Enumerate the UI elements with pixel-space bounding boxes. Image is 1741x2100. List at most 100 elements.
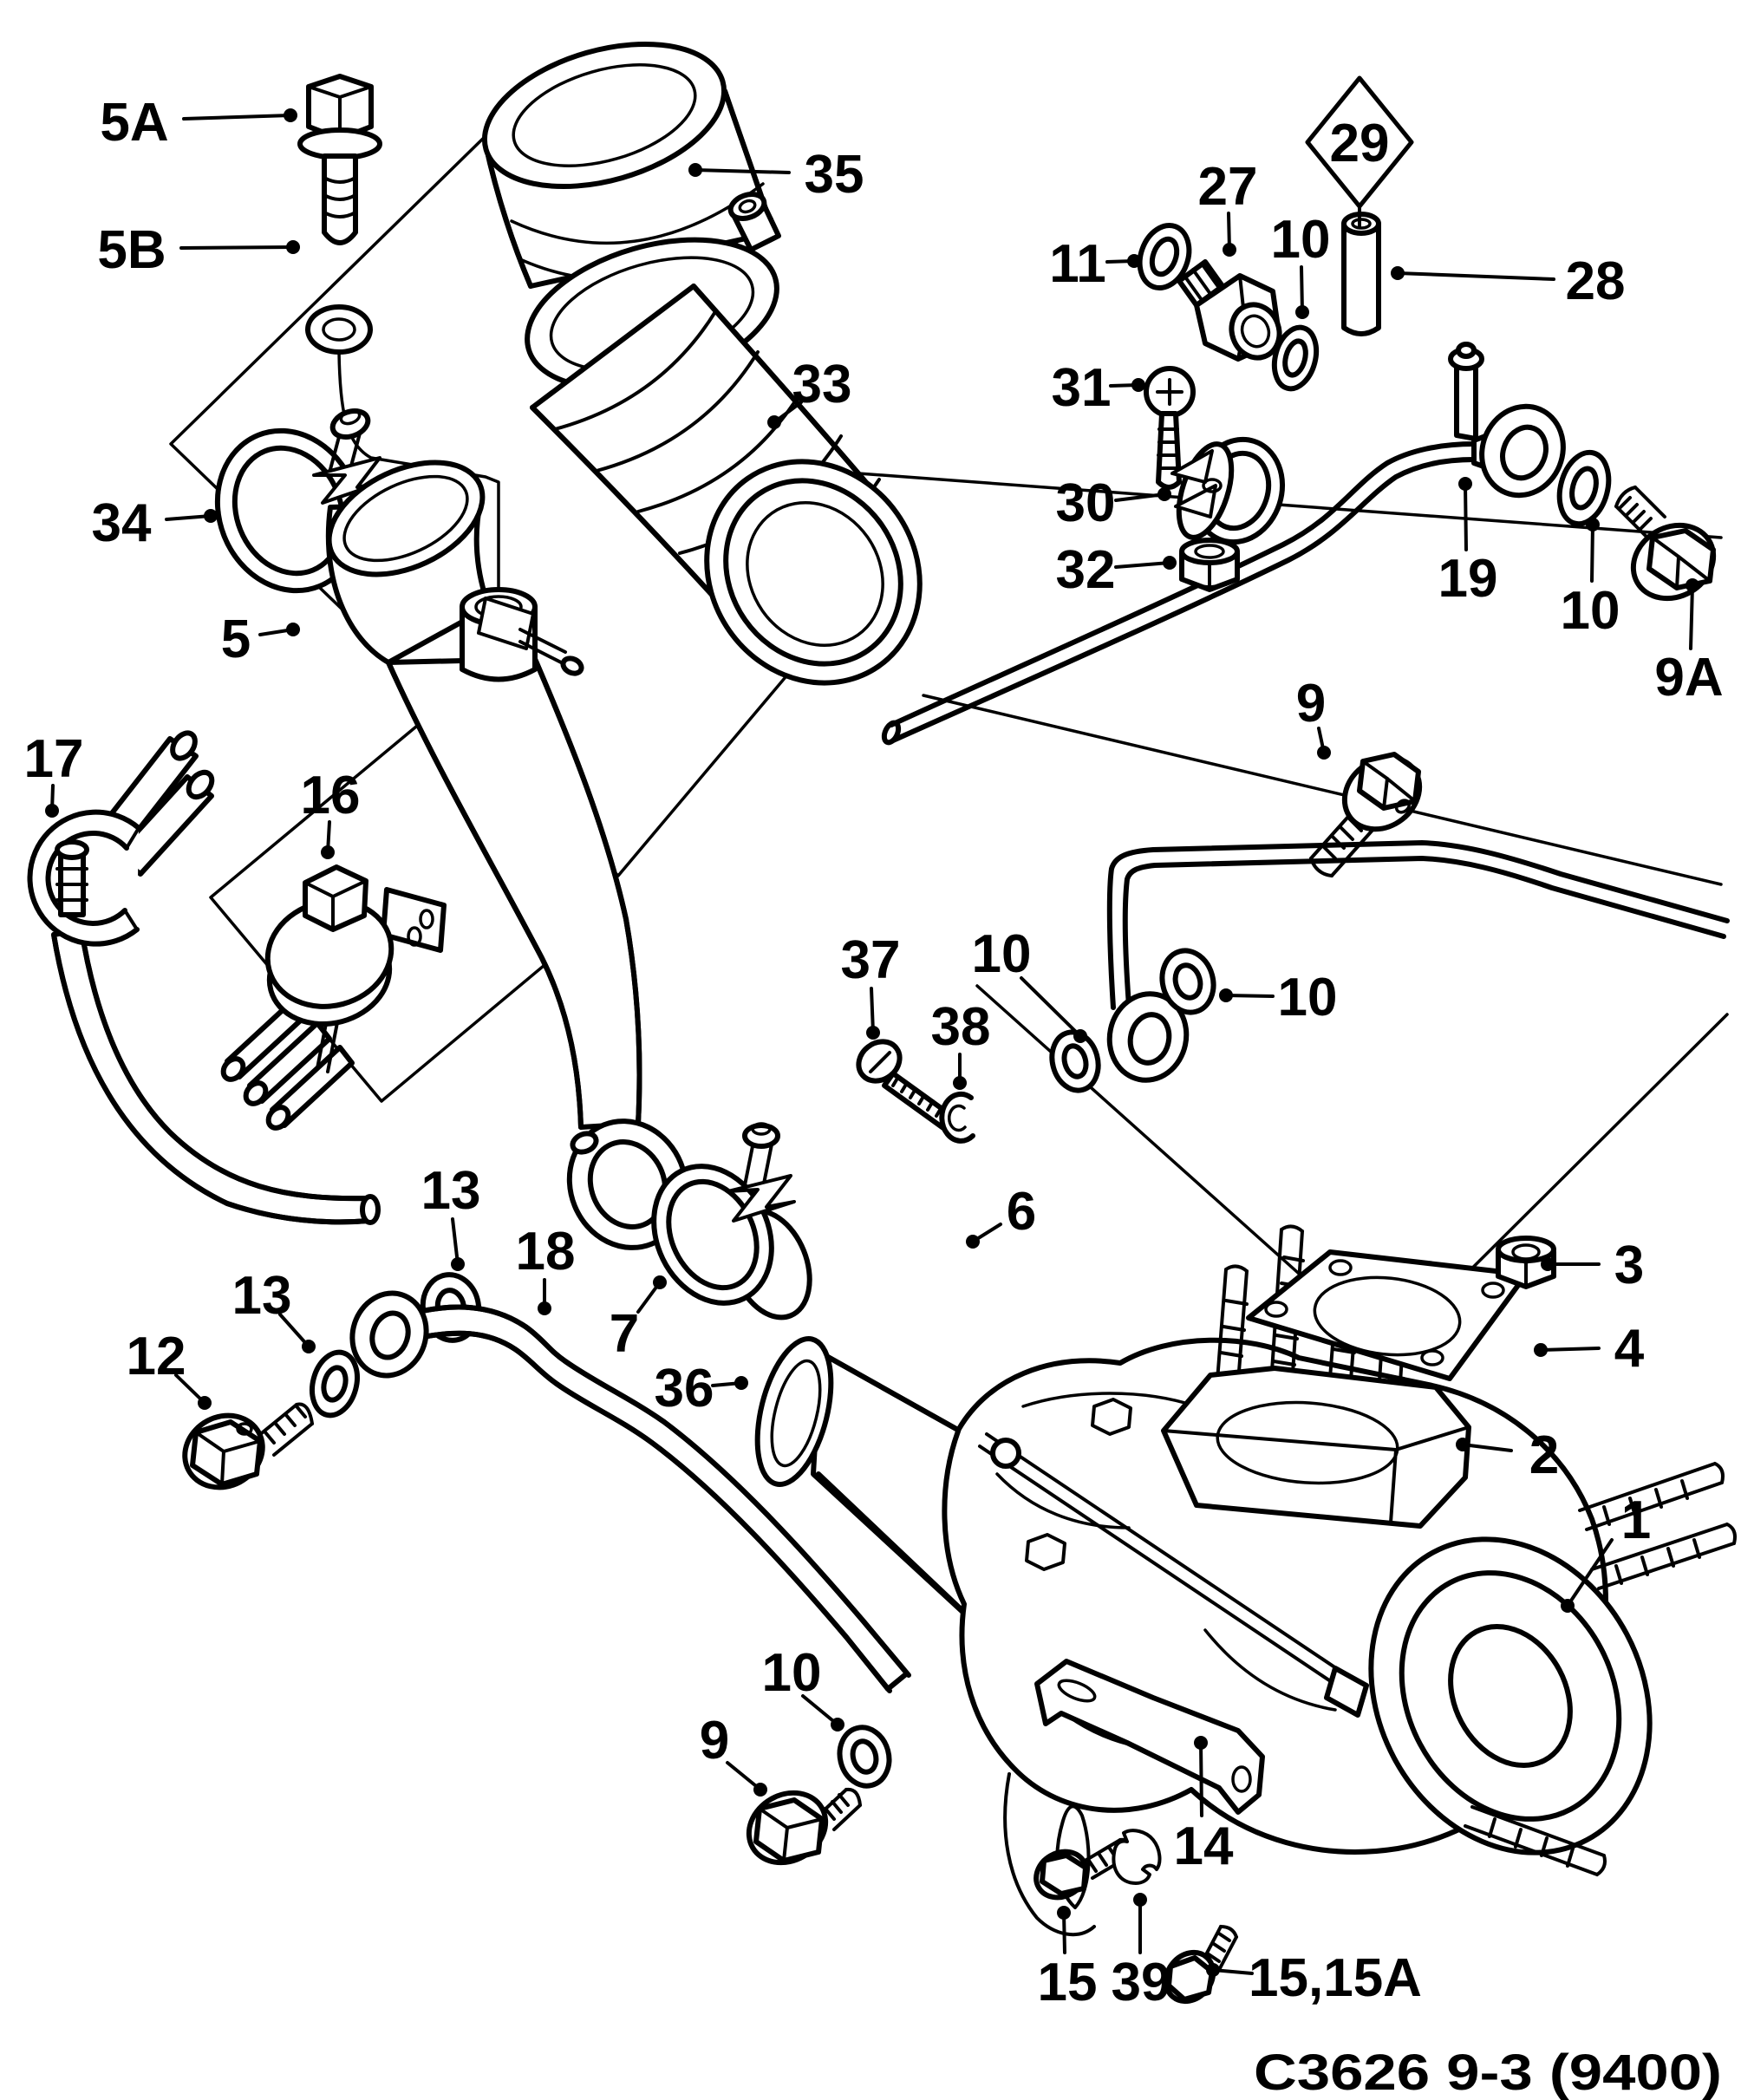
washer-10-right xyxy=(1556,449,1612,527)
callout-14: 14 xyxy=(1174,1736,1234,1876)
leader-dot xyxy=(284,108,297,122)
support-bracket-14 xyxy=(1034,1659,1265,1815)
leader-dot xyxy=(767,415,781,429)
leader-dot xyxy=(302,1340,316,1353)
leader-dot xyxy=(1194,1736,1208,1750)
leader-dot xyxy=(1534,1343,1548,1357)
leader-line xyxy=(726,1761,762,1791)
part-number-label: 2 xyxy=(1529,1425,1559,1485)
leader-line xyxy=(1020,976,1082,1038)
callout-10: 10 xyxy=(762,1643,844,1732)
callout-17: 17 xyxy=(24,729,84,818)
callout-35: 35 xyxy=(688,145,864,205)
washer-10-bottom xyxy=(837,1725,892,1789)
part-number-label: 4 xyxy=(1614,1319,1645,1379)
leader-line xyxy=(1590,523,1594,583)
leader-dot xyxy=(1133,1893,1147,1907)
callout-13: 13 xyxy=(232,1266,316,1353)
leader-dot xyxy=(1157,487,1171,501)
callout-9A: 9A xyxy=(1654,578,1724,708)
part-number-label: 9 xyxy=(1296,674,1326,734)
clip-39 xyxy=(1112,1829,1162,1885)
figure-code: C3626 9-3 (9400) xyxy=(1254,2045,1722,2100)
leader-line xyxy=(1396,271,1555,281)
flange-studs-2 xyxy=(1161,1224,1471,1529)
leader-dot xyxy=(753,1783,767,1797)
solenoid-valve-16 xyxy=(220,864,447,1131)
callout-15: 15 xyxy=(1038,1906,1098,2012)
banjo-bolt-12 xyxy=(182,1402,314,1490)
reference-lines xyxy=(169,130,1729,1354)
part-number-label: 14 xyxy=(1174,1816,1234,1876)
leader-dot xyxy=(1057,1906,1071,1920)
leader-line xyxy=(278,1313,310,1348)
leader-dot xyxy=(451,1257,465,1271)
part-number-label: 15 xyxy=(1038,1953,1098,2012)
part-number-label: 31 xyxy=(1052,358,1112,418)
screw-31 xyxy=(1144,366,1196,490)
hose-clamp-34 xyxy=(214,408,385,594)
vacuum-hose-set-17 xyxy=(27,730,381,1225)
part-number-label: 27 xyxy=(1198,157,1258,217)
leader-dot xyxy=(1317,746,1331,760)
washer-10-upper xyxy=(1159,948,1216,1015)
leader-dot xyxy=(286,240,300,254)
leader-dot xyxy=(966,1235,980,1249)
leader-line xyxy=(1199,1741,1203,1817)
callout-37: 37 xyxy=(841,930,900,1040)
bolt-15a xyxy=(1163,1925,1238,2005)
part-number-label: 5B xyxy=(97,220,166,280)
part-number-label: 19 xyxy=(1438,549,1498,609)
leader-line xyxy=(1300,265,1304,314)
leader-dot xyxy=(1561,1599,1575,1613)
diamond-frame xyxy=(1305,75,1414,209)
callout-5: 5 xyxy=(221,610,300,669)
part-number-label: 13 xyxy=(232,1266,292,1326)
leader-line xyxy=(165,514,212,521)
callout-13: 13 xyxy=(421,1161,480,1271)
callout-31: 31 xyxy=(1052,358,1145,418)
part-number-label: 29 xyxy=(1330,114,1390,173)
callout-9: 9 xyxy=(700,1711,767,1797)
callout-6: 6 xyxy=(966,1182,1036,1249)
callout-5B: 5B xyxy=(97,220,300,280)
leader-dot xyxy=(866,1026,880,1040)
callout-15,15A: 15,15A xyxy=(1206,1948,1422,2008)
part-number-label: 5 xyxy=(221,610,251,669)
nut-3 xyxy=(1496,1236,1556,1289)
part-number-label: 30 xyxy=(1056,473,1116,533)
washer-5b xyxy=(305,304,373,355)
part-number-label: 3 xyxy=(1614,1236,1644,1295)
washer-11 xyxy=(1137,223,1192,290)
leader-dot xyxy=(831,1718,844,1732)
washer-10-top xyxy=(1271,324,1320,392)
part-number-label: 9 xyxy=(700,1711,729,1771)
callout-36: 36 xyxy=(655,1359,748,1418)
part-number-label: 36 xyxy=(655,1359,714,1418)
leader-line xyxy=(1539,1347,1601,1352)
callout-38: 38 xyxy=(931,997,990,1090)
nut-32 xyxy=(1179,538,1240,592)
callout-30: 30 xyxy=(1056,473,1171,533)
intake-pipe-5 xyxy=(325,460,689,1250)
part-number-label: 39 xyxy=(1112,1953,1171,2012)
leader-line xyxy=(179,245,295,250)
leader-line xyxy=(1464,482,1468,551)
leader-dot xyxy=(204,509,218,523)
leader-dot xyxy=(734,1376,748,1390)
part-number-label: 17 xyxy=(24,729,84,789)
part-number-label: 10 xyxy=(762,1643,822,1703)
bolt-9a xyxy=(1614,486,1717,602)
leader-line xyxy=(182,114,292,121)
leader-line xyxy=(1114,561,1171,569)
callout-7: 7 xyxy=(610,1275,667,1364)
leader-dot xyxy=(538,1301,551,1315)
leader-line xyxy=(1566,1538,1614,1608)
callout-3: 3 xyxy=(1541,1236,1644,1295)
leader-dot xyxy=(45,804,59,818)
banjo-bolt-9-top xyxy=(1309,752,1423,877)
callout-1: 1 xyxy=(1561,1490,1651,1613)
part-number-label: 12 xyxy=(127,1327,186,1386)
